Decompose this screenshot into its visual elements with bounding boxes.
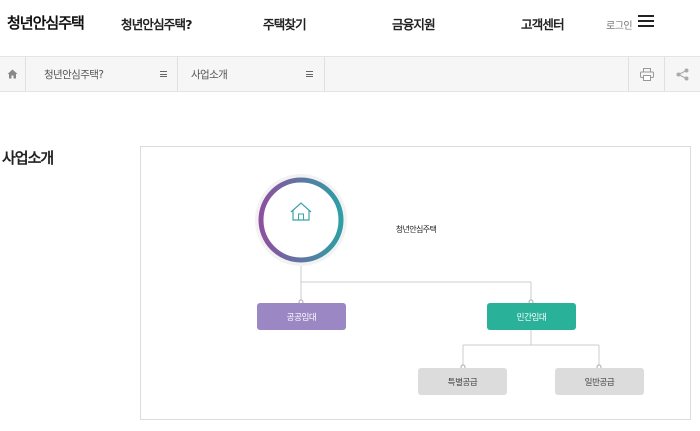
breadcrumb-item-intro[interactable]: 사업소개	[178, 57, 325, 91]
private-rental-node: 민간임대	[487, 303, 576, 330]
nav-item-find-house[interactable]: 주택찾기	[263, 17, 307, 32]
general-supply-node: 일반공급	[555, 368, 644, 395]
breadcrumb-label: 청년안심주택?	[44, 69, 104, 81]
breadcrumb-item-about[interactable]: 청년안심주택?	[26, 57, 178, 91]
print-icon	[639, 67, 654, 81]
menu-icon	[160, 71, 167, 77]
breadcrumb: 청년안심주택? 사업소개	[0, 56, 700, 92]
site-header: 청년안심주택 청년안심주택? 주택찾기 금융지원 고객센터 로그인	[0, 0, 700, 56]
public-rental-node: 공공임대	[257, 303, 346, 330]
home-button[interactable]	[0, 57, 26, 91]
breadcrumb-label: 사업소개	[191, 69, 228, 81]
menu-icon	[306, 71, 313, 77]
nav-item-about[interactable]: 청년안심주택?	[121, 17, 192, 32]
page-title: 사업소개	[2, 149, 54, 167]
center-node-label: 청년안심주택	[395, 225, 437, 234]
special-supply-node: 특별공급	[418, 368, 507, 395]
nav-item-customer-center[interactable]: 고객센터	[521, 17, 565, 32]
home-icon	[7, 69, 18, 79]
share-icon	[676, 68, 689, 80]
share-button[interactable]	[664, 57, 700, 91]
business-structure-diagram: 청년안심주택 공공임대 민간임대 특별공급 일반공급	[140, 146, 691, 420]
nav-item-finance[interactable]: 금융지원	[392, 17, 436, 32]
site-logo[interactable]: 청년안심주택	[7, 14, 85, 32]
print-button[interactable]	[628, 57, 664, 91]
house-icon	[290, 202, 312, 221]
login-link[interactable]: 로그인	[606, 21, 633, 32]
hamburger-menu-icon[interactable]	[638, 15, 654, 28]
